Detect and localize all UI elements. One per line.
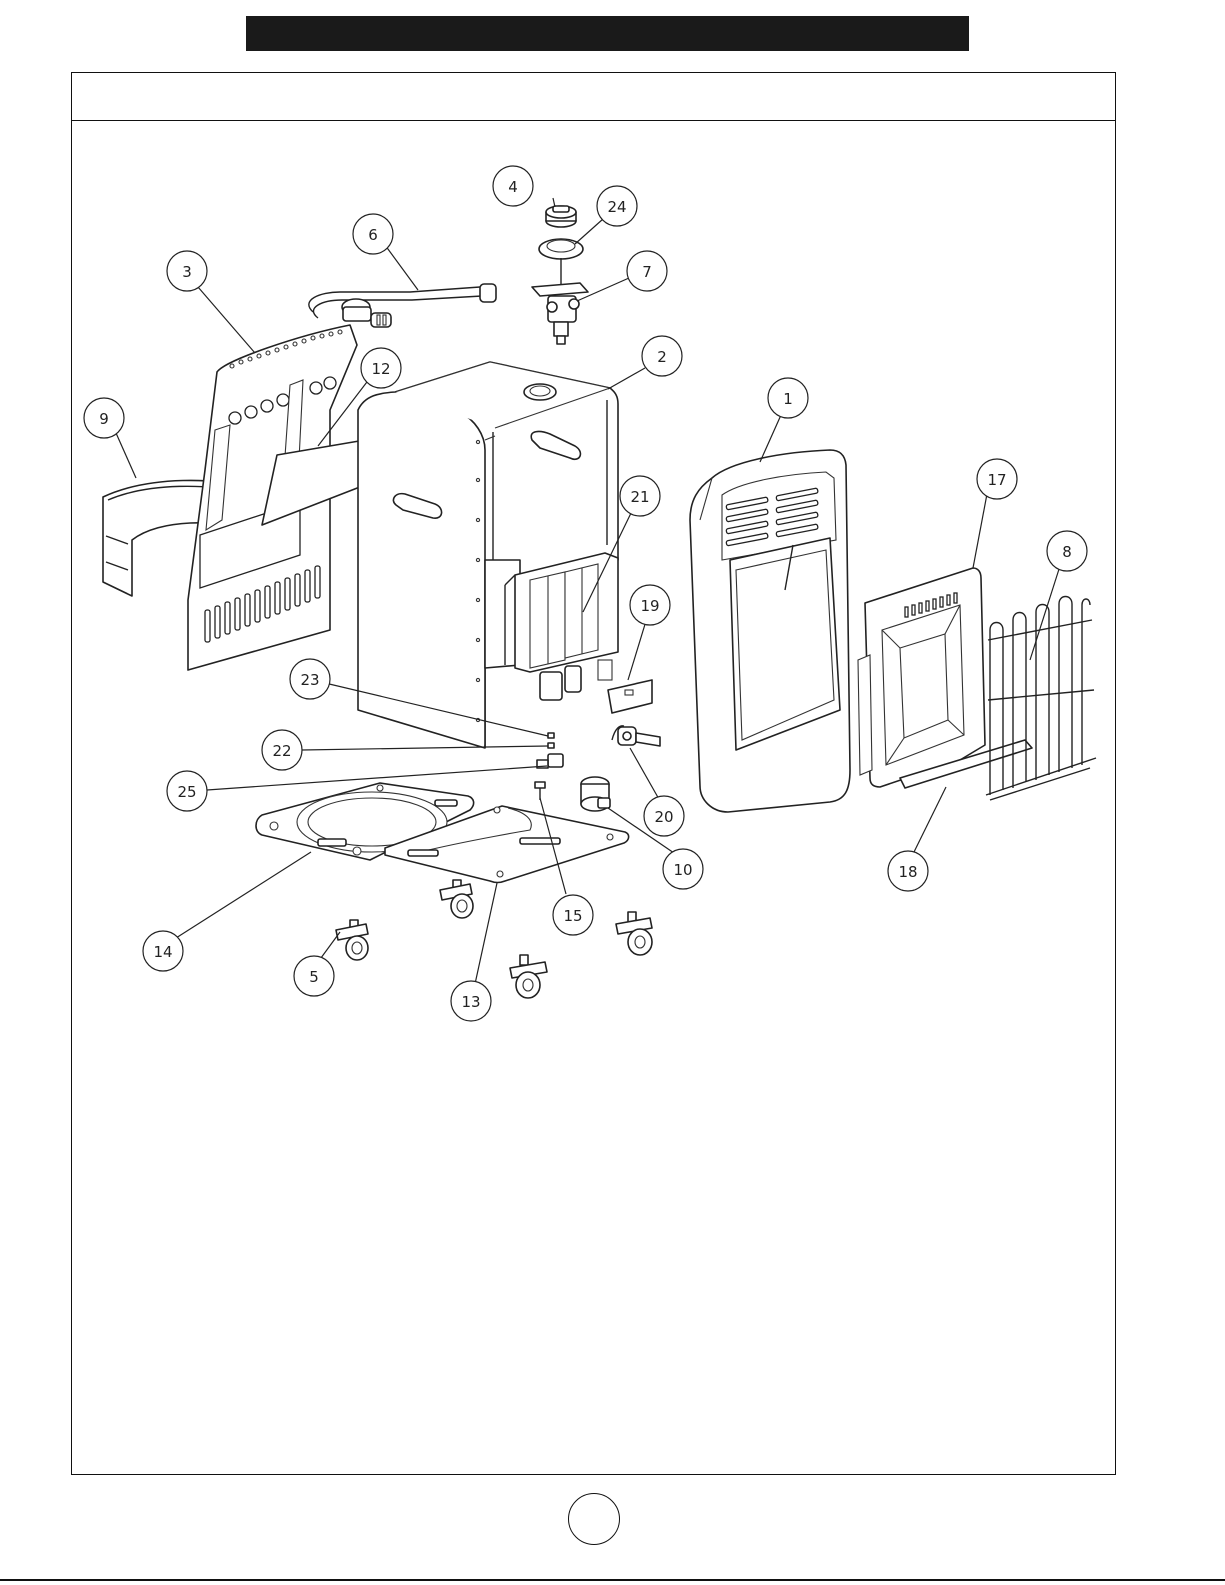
header-bar (246, 16, 969, 51)
bottom-rule (0, 1579, 1225, 1581)
page-number-circle (568, 1493, 620, 1545)
frame-title-row (72, 73, 1115, 121)
diagram-frame (71, 72, 1116, 1475)
